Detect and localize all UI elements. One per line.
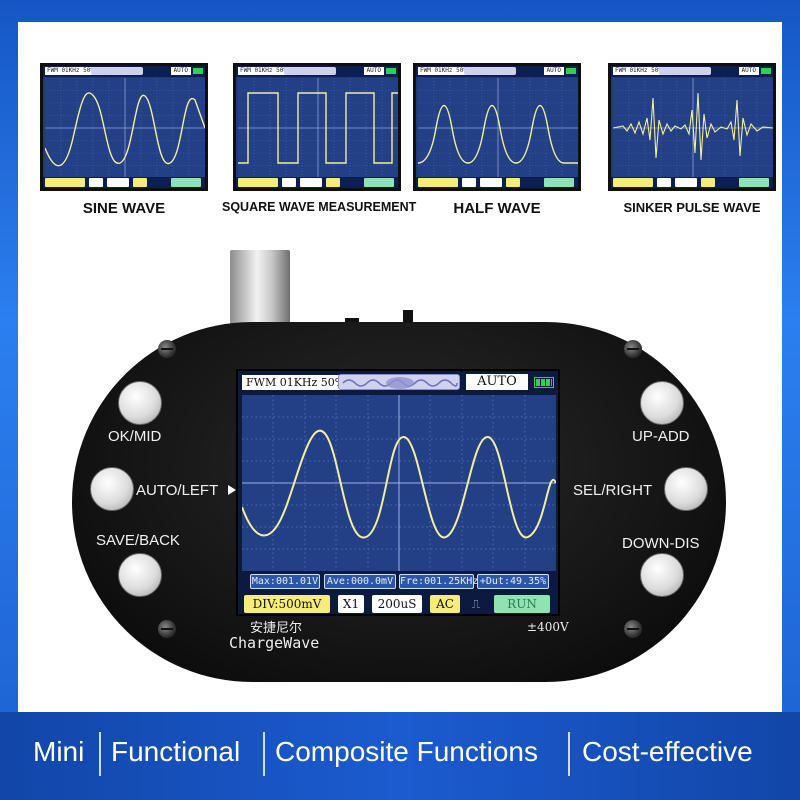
thumb-auto: AUTO <box>363 67 384 75</box>
screw-icon <box>158 340 176 358</box>
thumb-wave-screen <box>613 78 773 178</box>
thumb-auto: AUTO <box>543 67 564 75</box>
ok-mid-button[interactable] <box>118 381 162 425</box>
thumbnail-label: SINE WAVE <box>82 200 166 217</box>
trigger-left-arrow-icon <box>228 485 236 495</box>
thumb-fwm: FWM 01KHz 50% <box>418 67 469 75</box>
run-button[interactable]: RUN <box>494 595 550 613</box>
thumbnail-label: SINKER PULSE WAVE <box>623 200 761 215</box>
up-add-button[interactable] <box>640 381 684 425</box>
feature-mini: Mini <box>33 736 85 767</box>
sel-right-label: SEL/RIGHT <box>573 482 653 499</box>
thumb-fwm: FWM 01KHz 50% <box>613 67 664 75</box>
battery-icon <box>534 377 554 388</box>
ave-readout: Ave:000.0mV <box>324 574 396 589</box>
freq-readout: Fre:001.25KHz <box>399 574 479 589</box>
feature-cost: Cost-effective <box>582 736 753 767</box>
thumbnail-label: SQUARE WAVE MEASUREMENT <box>222 200 417 214</box>
up-add-label: UP-ADD <box>632 428 690 445</box>
battery-icon <box>193 68 203 74</box>
screw-icon <box>624 340 642 358</box>
probe-connector <box>230 250 290 328</box>
battery-icon <box>386 68 396 74</box>
probe-x1-button[interactable]: X1 <box>338 595 364 613</box>
sel-right-button[interactable] <box>664 467 708 511</box>
max-readout: Max:001.01V <box>250 574 320 589</box>
thumb-wave-screen <box>238 78 398 178</box>
thumbnail-sinker: FWM 01KHz 50% AUTO <box>608 63 776 191</box>
timebase-button[interactable]: 200uS <box>372 595 422 613</box>
screw-icon <box>624 620 642 638</box>
down-dis-button[interactable] <box>640 553 684 597</box>
battery-icon <box>761 68 771 74</box>
thumbnail-label: HALF WAVE <box>453 200 541 217</box>
thumb-auto: AUTO <box>170 67 191 75</box>
feature-functional: Functional <box>111 736 241 767</box>
divider <box>568 732 570 776</box>
duty-readout: +Dut:49.35% <box>477 574 549 589</box>
thumbnail-half: FWM 01KHz 50% AUTO <box>413 63 581 191</box>
auto-mode-indicator: AUTO <box>466 374 528 390</box>
auto-left-button[interactable] <box>90 467 134 511</box>
thumb-fwm: FWM 01KHz 50% <box>45 67 96 75</box>
thumbnail-sine: FWM 01KHz 50% AUTO <box>40 63 208 191</box>
thumb-wave-screen <box>418 78 578 178</box>
feature-composite: Composite Functions <box>275 736 539 767</box>
oscilloscope-screen: FWM 01KHz 50% AUTO Max:001.01V Ave:000.0… <box>236 369 560 616</box>
coupling-button[interactable]: AC <box>430 595 460 613</box>
voltage-rating: ±400V <box>527 620 569 634</box>
ok-mid-label: OK/MID <box>108 428 162 445</box>
brand-chinese: 安捷尼尔 <box>250 621 303 636</box>
switch-knob[interactable] <box>403 310 413 332</box>
divider <box>263 732 265 776</box>
thumb-auto: AUTO <box>738 67 759 75</box>
thumb-fwm: FWM 01KHz 50% <box>238 67 289 75</box>
waveform-position-bar <box>338 374 460 390</box>
feature-banner: Mini Functional Composite Functions Cost… <box>0 712 800 800</box>
divider <box>99 732 101 776</box>
trigger-edge-icon: ⎍ <box>471 597 481 611</box>
waveform-display <box>242 395 556 571</box>
screw-icon <box>158 620 176 638</box>
fwm-indicator: FWM 01KHz 50% <box>242 375 350 390</box>
battery-icon <box>566 68 576 74</box>
auto-left-label: AUTO/LEFT <box>136 482 219 499</box>
brand-name: ChargeWave <box>229 634 320 652</box>
save-back-label: SAVE/BACK <box>96 532 180 549</box>
thumbnail-square: FWM 01KHz 50% AUTO <box>233 63 401 191</box>
thumb-wave-screen <box>45 78 205 178</box>
div-button[interactable]: DIV:500mV <box>244 595 330 613</box>
down-dis-label: DOWN-DIS <box>622 535 700 552</box>
save-back-button[interactable] <box>118 553 162 597</box>
